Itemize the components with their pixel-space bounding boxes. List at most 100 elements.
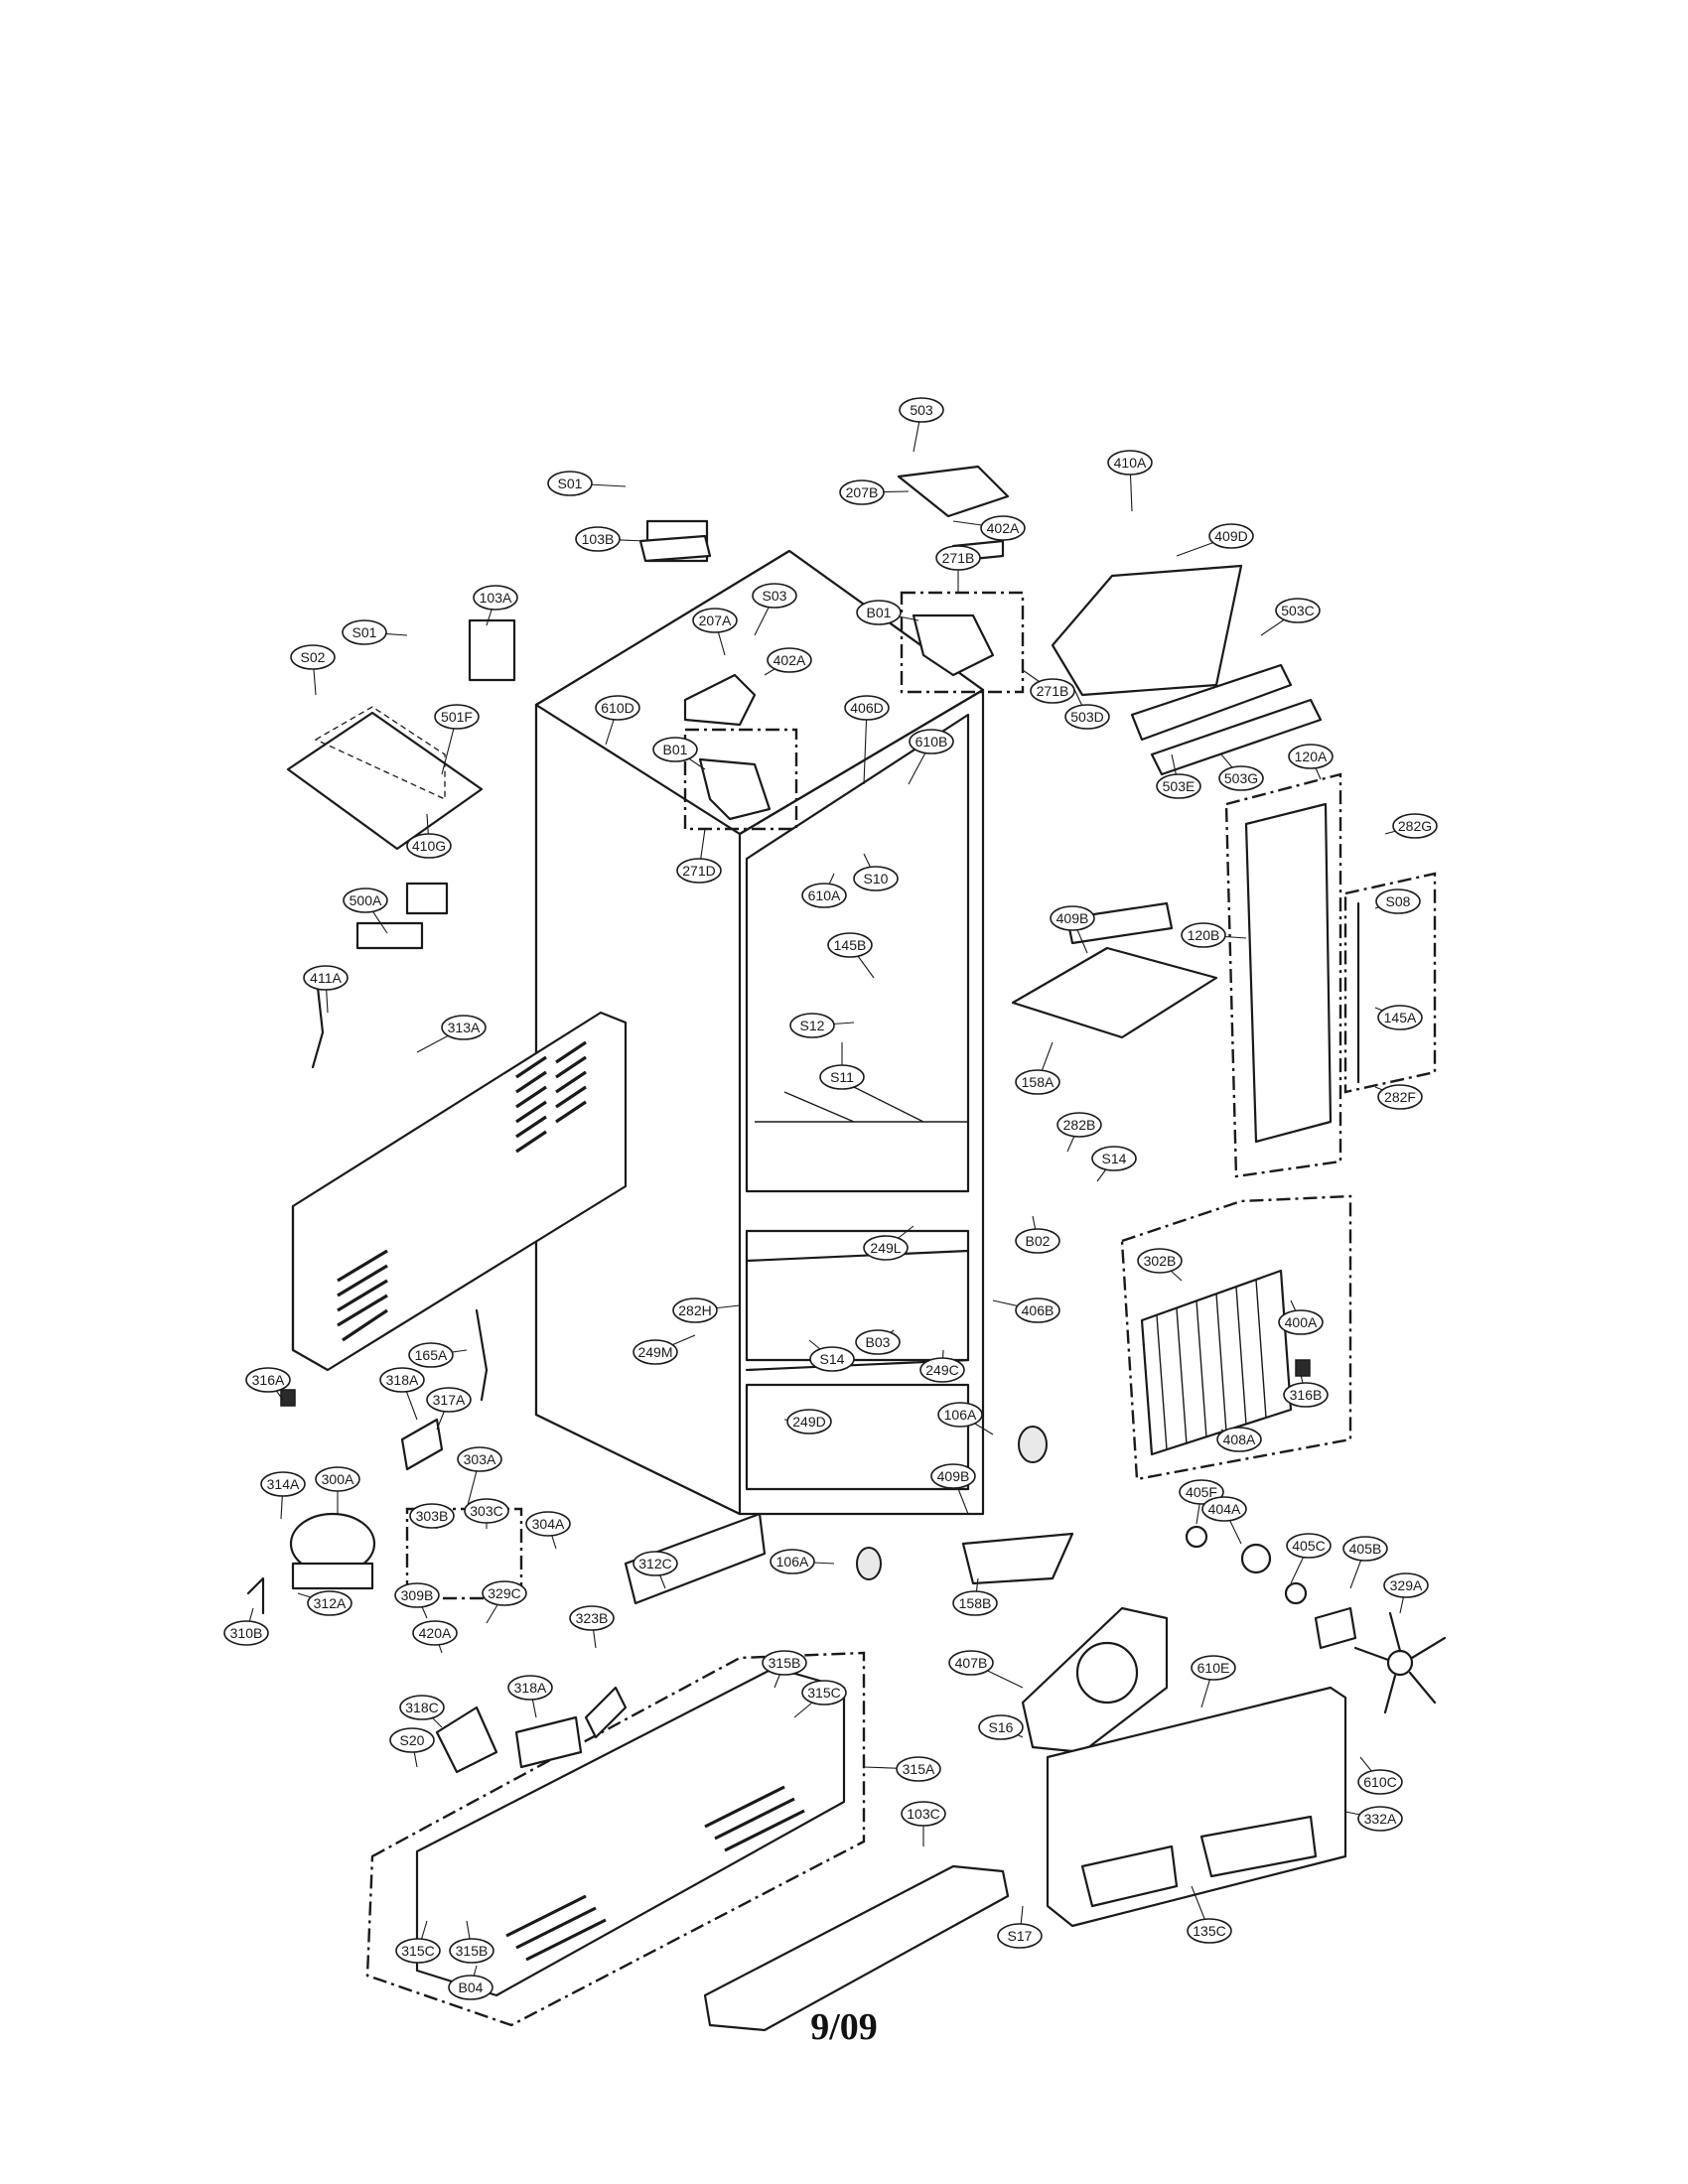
label-oval bbox=[1216, 1427, 1262, 1452]
label-oval bbox=[937, 1402, 983, 1428]
part-label-106a-left: 106A bbox=[770, 1549, 835, 1574]
label-oval bbox=[672, 1297, 718, 1323]
label-oval bbox=[1056, 1112, 1102, 1138]
part-number: 312A bbox=[314, 1595, 347, 1611]
part-label-303a: 303A bbox=[457, 1446, 502, 1510]
part-number: 271B bbox=[942, 550, 975, 566]
label-oval bbox=[896, 1756, 941, 1782]
part-number: 249M bbox=[637, 1344, 672, 1360]
label-oval bbox=[801, 1680, 847, 1706]
part-label-500a: 500A bbox=[343, 887, 388, 934]
part-label-503e: 503E bbox=[1156, 753, 1201, 799]
part-number: 409B bbox=[937, 1468, 970, 1484]
left-wall-panel bbox=[291, 1011, 628, 1372]
part-number: 271B bbox=[1037, 683, 1069, 699]
fan-shroud bbox=[1021, 1606, 1447, 1754]
part-number: 304A bbox=[532, 1516, 565, 1532]
part-label-158a: 158A bbox=[1015, 1041, 1060, 1095]
part-number: 282F bbox=[1384, 1089, 1416, 1105]
part-number: 303A bbox=[464, 1451, 496, 1467]
part-label-315c-top: 315C bbox=[793, 1680, 847, 1718]
part-label-315b-bottom: 315B bbox=[449, 1920, 494, 1964]
label-oval bbox=[899, 397, 944, 423]
label-oval bbox=[855, 1329, 901, 1355]
part-label-315b-top: 315B bbox=[762, 1650, 807, 1689]
part-number: 135C bbox=[1193, 1923, 1225, 1939]
part-label-408a: 408A bbox=[1216, 1427, 1262, 1452]
part-number: 207B bbox=[846, 484, 879, 500]
part-label-503: 503 bbox=[899, 397, 944, 453]
part-number: 310B bbox=[230, 1625, 263, 1641]
label-oval bbox=[1218, 765, 1264, 791]
label-oval bbox=[633, 1339, 678, 1365]
label-oval bbox=[307, 1590, 352, 1616]
label-oval bbox=[1342, 1536, 1388, 1562]
part-label-503g: 503G bbox=[1218, 753, 1264, 791]
label-oval bbox=[1181, 922, 1226, 948]
part-label-282b: 282B bbox=[1056, 1112, 1102, 1153]
shelf-158a bbox=[1011, 946, 1218, 1039]
part-number: 406B bbox=[1022, 1302, 1055, 1318]
label-oval bbox=[1156, 773, 1201, 799]
air-duct bbox=[1224, 772, 1437, 1178]
label-oval bbox=[948, 1650, 994, 1676]
part-label-165a: 165A bbox=[408, 1342, 468, 1368]
part-number: 103C bbox=[907, 1806, 939, 1822]
part-label-409d: 409D bbox=[1176, 523, 1254, 557]
label-oval bbox=[1392, 813, 1438, 839]
part-number: 503G bbox=[1224, 770, 1258, 786]
part-number: 249D bbox=[792, 1414, 825, 1430]
label-oval bbox=[595, 695, 640, 721]
label-oval bbox=[819, 1064, 865, 1090]
part-label-282f: 282F bbox=[1374, 1084, 1423, 1110]
part-label-503d: 503D bbox=[1064, 684, 1110, 730]
label-oval bbox=[930, 1463, 976, 1489]
part-label-310b: 310B bbox=[223, 1607, 269, 1646]
part-label-282h: 282H bbox=[672, 1297, 741, 1323]
label-oval bbox=[909, 729, 954, 754]
part-label-120b: 120B bbox=[1181, 922, 1247, 948]
label-oval bbox=[434, 704, 480, 730]
part-number: 165A bbox=[415, 1347, 448, 1363]
part-label-282g: 282G bbox=[1384, 813, 1438, 839]
part-number: B02 bbox=[1026, 1233, 1051, 1249]
part-number: 503C bbox=[1281, 603, 1314, 618]
part-number: 315C bbox=[401, 1943, 434, 1959]
part-number: S17 bbox=[1008, 1928, 1033, 1944]
part-number: 303C bbox=[470, 1503, 502, 1519]
label-oval bbox=[762, 1650, 807, 1676]
part-label-103b: 103B bbox=[575, 526, 646, 552]
part-number: 405F bbox=[1186, 1484, 1217, 1500]
part-label-610e: 610E bbox=[1191, 1655, 1236, 1708]
part-number: 410A bbox=[1114, 455, 1147, 471]
label-oval bbox=[464, 1498, 509, 1524]
label-oval bbox=[1288, 744, 1334, 769]
label-oval bbox=[1375, 888, 1421, 914]
label-oval bbox=[1283, 1382, 1329, 1408]
label-oval bbox=[1377, 1005, 1423, 1030]
part-number: 323B bbox=[576, 1610, 609, 1626]
part-label-s14: S14 bbox=[808, 1339, 855, 1372]
label-oval bbox=[901, 1801, 946, 1827]
part-label-303b: 303B bbox=[409, 1503, 455, 1530]
part-number: 610E bbox=[1197, 1660, 1230, 1676]
part-label-s03: S03 bbox=[752, 583, 797, 636]
label-oval bbox=[1275, 598, 1321, 623]
label-oval bbox=[1383, 1572, 1429, 1598]
part-number: 282H bbox=[678, 1302, 711, 1318]
part-number: 316B bbox=[1290, 1387, 1323, 1403]
part-number: 332A bbox=[1364, 1811, 1397, 1827]
page-number: 9/09 bbox=[810, 2006, 878, 2048]
part-number: 610D bbox=[601, 700, 633, 716]
part-number: 500A bbox=[350, 892, 382, 908]
small-parts bbox=[246, 534, 1357, 1774]
part-number: 503E bbox=[1163, 778, 1196, 794]
label-oval bbox=[1201, 1496, 1247, 1522]
part-number: 103B bbox=[582, 531, 615, 547]
fan-blade bbox=[1353, 1611, 1447, 1714]
part-number: S02 bbox=[301, 649, 326, 665]
part-label-316b: 316B bbox=[1283, 1374, 1329, 1408]
label-oval bbox=[412, 1620, 458, 1646]
label-oval bbox=[569, 1605, 615, 1631]
part-label-145a: 145A bbox=[1374, 1005, 1423, 1030]
